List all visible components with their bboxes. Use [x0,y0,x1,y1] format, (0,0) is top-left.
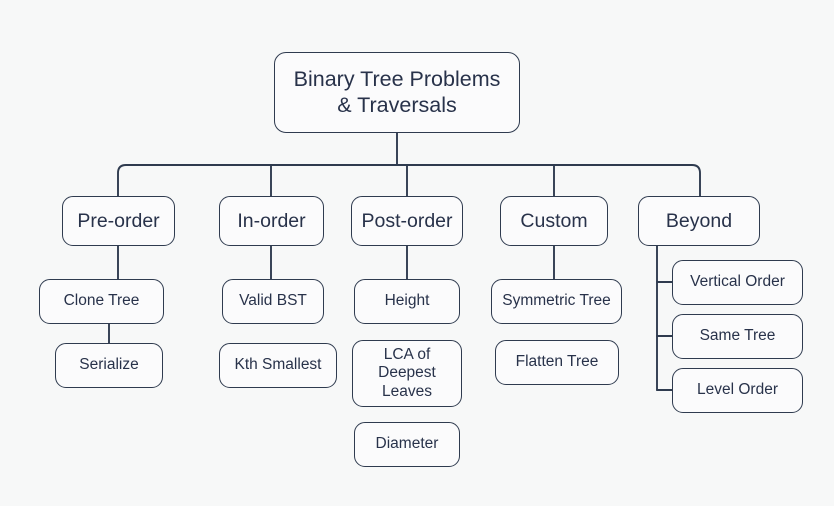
node-level-order[interactable]: Level Order [672,368,803,413]
node-valid-bst[interactable]: Valid BST [222,279,324,324]
node-height[interactable]: Height [354,279,460,324]
node-beyond[interactable]: Beyond [638,196,760,246]
node-custom[interactable]: Custom [500,196,608,246]
node-symmetric-tree[interactable]: Symmetric Tree [491,279,622,324]
node-root[interactable]: Binary Tree Problems & Traversals [274,52,520,133]
node-vertical-order[interactable]: Vertical Order [672,260,803,305]
node-clone-tree[interactable]: Clone Tree [39,279,164,324]
node-same-tree[interactable]: Same Tree [672,314,803,359]
node-flatten-tree[interactable]: Flatten Tree [495,340,619,385]
node-diameter[interactable]: Diameter [354,422,460,467]
node-lca-of-deepest-leaves[interactable]: LCA of Deepest Leaves [352,340,462,407]
node-serialize[interactable]: Serialize [55,343,163,388]
node-kth-smallest[interactable]: Kth Smallest [219,343,337,388]
node-pre-order[interactable]: Pre-order [62,196,175,246]
node-post-order[interactable]: Post-order [351,196,463,246]
node-in-order[interactable]: In-order [219,196,324,246]
edge-distribution-bus [117,164,701,197]
